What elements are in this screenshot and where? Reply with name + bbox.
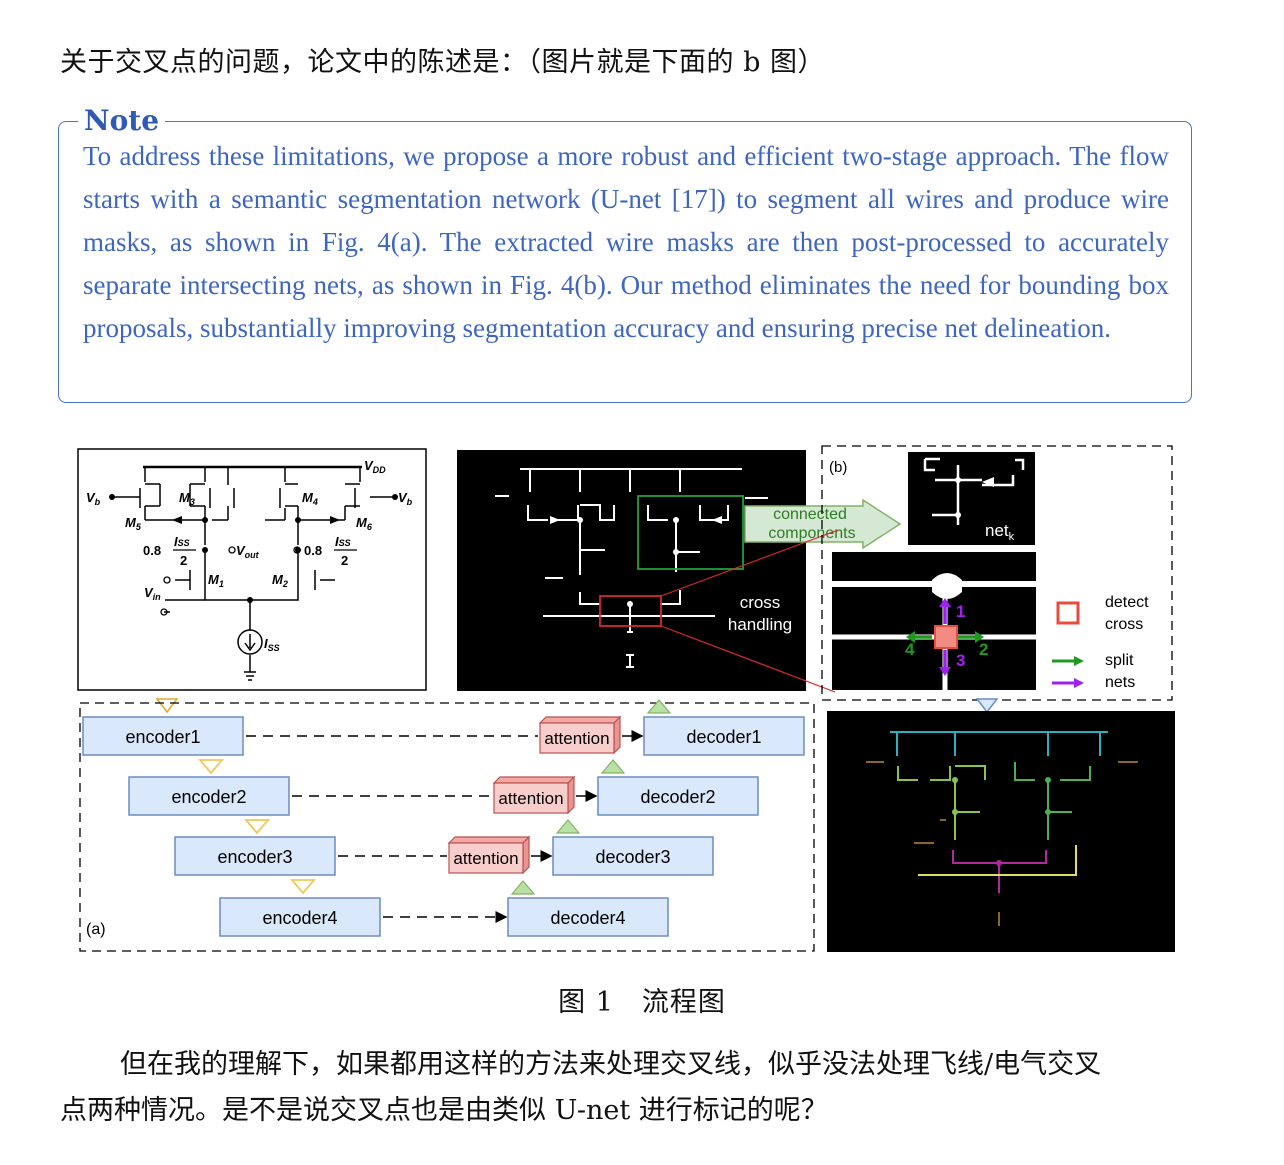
panel-a: (a) (79, 702, 815, 952)
svg-text:M5: M5 (125, 515, 142, 532)
svg-text:Vin: Vin (144, 585, 161, 602)
encoder-label: encoder2 (171, 787, 246, 807)
decoder-block-4: decoder4 (507, 897, 669, 937)
svg-text:netk: netk (985, 521, 1015, 543)
decoder-label: decoder2 (640, 787, 715, 807)
attention-label: attention (453, 849, 518, 868)
attention-block-2: attention (492, 775, 576, 815)
body-paragraph: 但在我的理解下，如果都用这样的方法来处理交叉线，似乎没法处理飞线/电气交叉 点两… (60, 1042, 1192, 1134)
downsample-icon (198, 759, 224, 775)
downsample-icon (244, 819, 270, 835)
body-line-2: 点两种情况。是不是说交叉点也是由类似 U-net 进行标记的呢？ (60, 1095, 828, 1126)
svg-text:split: split (1105, 652, 1134, 669)
svg-text:Vb: Vb (398, 490, 413, 507)
svg-text:components: components (768, 525, 855, 542)
svg-text:detect: detect (1105, 594, 1149, 611)
svg-text:ISS: ISS (335, 534, 351, 549)
svg-text:handling: handling (728, 615, 792, 634)
upsample-icon (555, 819, 581, 834)
svg-text:M1: M1 (208, 572, 224, 589)
svg-text:nets: nets (1105, 674, 1135, 691)
attention-block-1: attention (538, 715, 622, 755)
encoder-label: encoder1 (125, 727, 200, 747)
downsample-icon (290, 879, 316, 895)
encoder-block-2: encoder2 (128, 776, 290, 816)
svg-text:cross: cross (1105, 616, 1143, 633)
decoder-block-2: decoder2 (597, 776, 759, 816)
decoder-label: decoder3 (595, 847, 670, 867)
svg-text:1: 1 (956, 602, 965, 621)
note-title: Note (78, 104, 166, 137)
upsample-icon (600, 759, 626, 774)
svg-text:2: 2 (341, 553, 348, 568)
svg-text:4: 4 (905, 640, 915, 659)
attention-label: attention (544, 729, 609, 748)
decoder-label: decoder4 (550, 908, 625, 928)
circuit-panel: VDD Vb (77, 448, 427, 691)
svg-text:ISS: ISS (264, 636, 280, 653)
figure-caption: 图 1 流程图 (558, 987, 726, 1018)
svg-text:M4: M4 (302, 490, 318, 507)
decoder-block-1: decoder1 (643, 716, 805, 756)
svg-text:2: 2 (180, 553, 187, 568)
decoder-block-3: decoder3 (552, 836, 714, 876)
upsample-icon (646, 699, 672, 714)
body-line-1: 但在我的理解下，如果都用这样的方法来处理交叉线，似乎没法处理飞线/电气交叉 (120, 1049, 1102, 1080)
svg-text:Vout: Vout (236, 543, 260, 560)
attention-block-3: attention (447, 835, 531, 875)
panel-b: (b) netk 1 2 3 4 de (821, 445, 1173, 701)
svg-text:VDD: VDD (364, 458, 386, 475)
note-text: To address these limitations, we propose… (83, 141, 1169, 343)
unet-diagram: encoder1 decoder1 attention encoder2 decoder… (82, 699, 805, 937)
svg-text:(b): (b) (829, 459, 847, 476)
colored-nets-panel (827, 711, 1175, 952)
svg-text:0.8: 0.8 (304, 543, 322, 558)
intro-text: 关于交叉点的问题，论文中的陈述是：（图片就是下面的 b 图） (60, 47, 825, 78)
encoder-label: encoder4 (262, 908, 337, 928)
svg-text:3: 3 (956, 651, 965, 670)
encoder-label: encoder3 (217, 847, 292, 867)
svg-text:connected: connected (773, 506, 847, 523)
upsample-icon (510, 880, 536, 895)
encoder-block-3: encoder3 (174, 836, 336, 876)
wire-mask-panel: cross handling (457, 450, 806, 691)
svg-text:M3: M3 (179, 490, 195, 507)
encoder-block-1: encoder1 (82, 716, 244, 756)
svg-text:M6: M6 (356, 515, 373, 532)
pipeline-figure: VDD Vb (77, 445, 1175, 952)
encoder-block-4: encoder4 (219, 897, 381, 937)
svg-text:(a): (a) (86, 921, 106, 938)
note-box (58, 121, 1192, 403)
svg-text:ISS: ISS (174, 534, 190, 549)
attention-label: attention (498, 789, 563, 808)
svg-text:Vb: Vb (86, 490, 101, 507)
svg-text:cross: cross (740, 593, 781, 612)
decoder-label: decoder1 (686, 727, 761, 747)
svg-text:M2: M2 (272, 572, 288, 589)
svg-text:0.8: 0.8 (143, 543, 161, 558)
svg-text:2: 2 (979, 640, 988, 659)
